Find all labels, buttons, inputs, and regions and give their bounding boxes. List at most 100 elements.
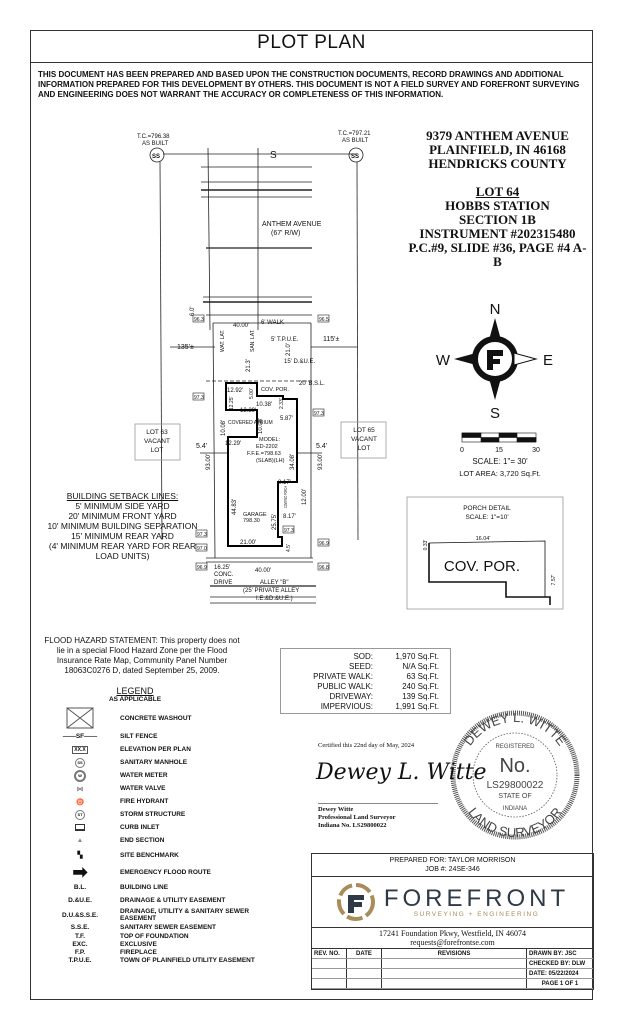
sanitary-manhole-icon [348, 147, 364, 163]
elevation: 96.9 [197, 565, 207, 571]
lot-63-label: LOT [151, 447, 164, 454]
area-row: SEED:N/A Sq.Ft. [348, 662, 439, 671]
depth-left: 93.00' [206, 454, 212, 470]
surveyor-signature: Dewey L. Witte [316, 760, 487, 785]
dim: 10.08' [258, 418, 264, 434]
seal-state-of: STATE OF [498, 793, 531, 800]
forefront-logo-icon [336, 883, 375, 921]
concrete-washout-icon [66, 707, 94, 729]
dim: 44.83' [232, 499, 238, 515]
ffe: F.F.E.=798.63 [247, 451, 281, 457]
drawing-date: DATE: 05/22/2024 [526, 968, 593, 979]
dim: 0.33' [423, 540, 429, 551]
scale-bar [461, 432, 537, 443]
lot-65-label: VACANT [351, 436, 377, 443]
elevation: 97.3 [197, 532, 207, 538]
dim: 25.75' [272, 514, 278, 530]
elevation: 97.3 [284, 528, 294, 534]
side-yard-right: 5.4' [316, 443, 327, 450]
subdivision: HOBBS STATION [445, 198, 550, 213]
dim: 21.00' [240, 540, 256, 546]
checked-by: CHECKED BY: DLW [526, 958, 593, 969]
alley-easement: I.E.&D.&U.E.) [256, 596, 293, 602]
date-header: DATE [346, 949, 382, 959]
due-label: 15' D.&U.E. [284, 359, 315, 365]
elevation: 96.3 [194, 317, 204, 323]
water-meter-icon: W [74, 769, 86, 782]
lot-65-label: LOT [358, 445, 371, 452]
covered-porch-label: COVERED PORCH [283, 486, 288, 508]
compass-e: E [543, 352, 553, 369]
porch-detail: PORCH DETAIL SCALE: 1"=10' 16.04' COV. P… [406, 496, 564, 610]
garage-elevation: 798.30 [243, 518, 260, 524]
company-tagline: SURVEYING + ENGINEERING [413, 910, 540, 918]
setback-line: 10' MINIMUM BUILDING SEPARATION [47, 521, 198, 531]
sanitary-manhole-icon [149, 147, 165, 163]
forefront-logo-icon [487, 350, 503, 370]
revisions-header: REVISIONS [381, 949, 527, 959]
company-address: 17241 Foundation Pkwy, Westfield, IN 460… [379, 929, 526, 938]
dim: 12.25' [229, 396, 235, 410]
house-footprint [225, 382, 298, 547]
dim: 16.04' [476, 536, 491, 542]
water-valve-icon: ⋈ [76, 785, 84, 793]
lot-65-label: LOT 65 [353, 427, 375, 434]
rev-no-header: REV. NO. [312, 949, 347, 959]
rear-width: 40.00' [255, 568, 271, 574]
model-label: MODEL: [259, 437, 281, 443]
elevation: 96.5 [319, 317, 329, 323]
scale-label: SCALE: 1"= 30' [472, 457, 528, 466]
porch-detail-title: PORCH DETAIL [463, 505, 511, 512]
water-lateral-label: WAT. LAT. [220, 330, 226, 352]
signature-line [318, 803, 438, 804]
dim: 12.29' [240, 408, 256, 414]
company-email[interactable]: requests@forefrontse.com [410, 938, 495, 947]
title-block: PREPARED FOR: TAYLOR MORRISON JOB #: 24S… [311, 853, 594, 990]
lot-63-box [134, 423, 181, 461]
page-border [30, 30, 593, 1000]
scale-tick: 30 [532, 447, 540, 454]
dim: 12.92' [227, 388, 243, 394]
drive-label: DRIVE [214, 580, 232, 586]
legend-title: LEGEND [116, 686, 154, 696]
elevation: 96.9 [319, 541, 329, 547]
job-number: JOB #: 24SE-346 [425, 866, 480, 873]
area-row: IMPERVIOUS:1,991 Sq.Ft. [320, 702, 439, 711]
address-line: 9379 ANTHEM AVENUE [426, 128, 569, 143]
dim: 12.00' [302, 489, 308, 505]
page-number: PAGE 1 OF 1 [526, 978, 593, 989]
seal-state: INDIANA [503, 806, 527, 812]
end-section-icon: ▲ [76, 837, 84, 844]
lot-info: LOT 64 HOBBS STATION SECTION 1B INSTRUME… [405, 185, 590, 269]
lot-65-box [340, 421, 387, 459]
prepared-for: PREPARED FOR: TAYLOR MORRISON [389, 857, 516, 864]
setback-line: 20' MINIMUM FRONT YARD [68, 511, 177, 521]
dim: 8.17' [278, 480, 291, 486]
setback-notes: BUILDING SETBACK LINES: 5' MINIMUM SIDE … [40, 491, 205, 561]
setback-line: (4' MINIMUM REAR YARD FOR REAR LOAD UNIT… [48, 541, 197, 561]
compass-w: W [436, 352, 451, 369]
ss-label: SS [351, 154, 359, 160]
alley-label: ALLEY "B" [260, 580, 289, 586]
compass-n: N [490, 301, 501, 318]
depth-right: 93.00' [318, 454, 324, 470]
as-built-right: AS BUILT [342, 138, 369, 144]
slab: (SLAB)(LH) [256, 458, 285, 464]
dim: 4.5' [286, 544, 292, 552]
tc-right: T.C.=797.21 [338, 131, 371, 137]
surveyor-license: Indiana No. LS29800022 [318, 822, 387, 829]
setback-title: BUILDING SETBACK LINES: [66, 491, 179, 501]
compass-s: S [490, 405, 500, 422]
dim: 34.08' [290, 454, 296, 470]
curb-inlet-icon [75, 824, 85, 831]
storm-structure-icon: ST [75, 809, 85, 820]
distance-right: 115'± [323, 336, 339, 343]
dim: 10.08' [221, 420, 227, 436]
drive-width: 16.25' [214, 565, 230, 571]
dim: 5.00' [249, 388, 255, 399]
area-summary: SOD:1,970 Sq.Ft. SEED:N/A Sq.Ft. PRIVATE… [280, 648, 451, 714]
dim: 12.29' [225, 441, 241, 447]
setback-line: 15' MINIMUM REAR YARD [71, 531, 174, 541]
surveyor-info: Dewey Witte Professional Land Surveyor I… [318, 806, 396, 830]
